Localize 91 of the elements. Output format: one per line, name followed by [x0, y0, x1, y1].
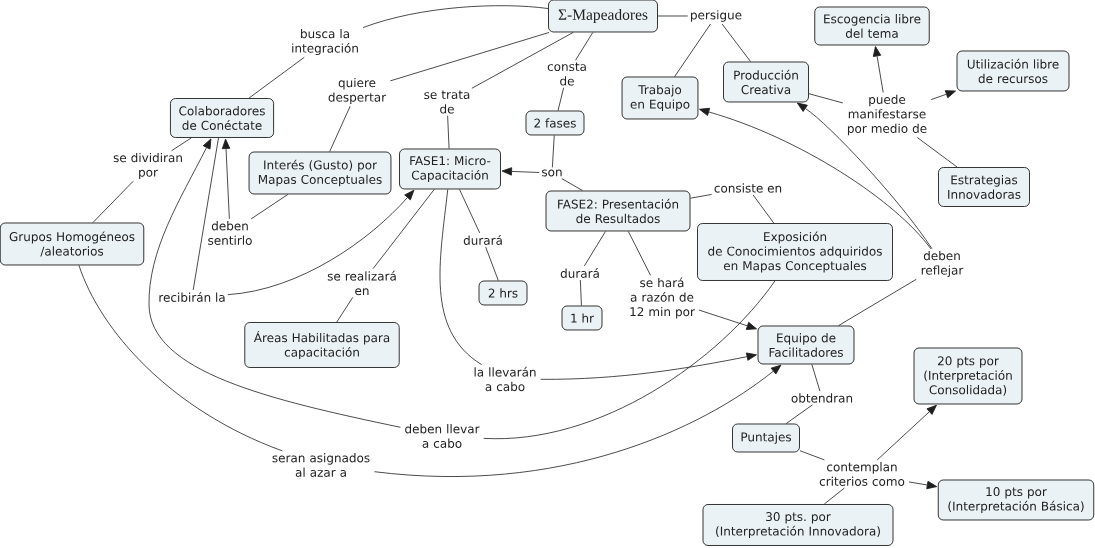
linking-phrase: deben sentirlo	[208, 221, 252, 245]
concept-box: 30 pts. por (Interpretación Innovadora)	[702, 504, 894, 546]
arrow	[930, 90, 956, 100]
arrow	[908, 480, 938, 490]
concept-box: 20 pts por (Interpretación Consolidada)	[913, 347, 1023, 405]
linking-phrase: son	[542, 169, 562, 177]
connector-line	[752, 194, 775, 224]
linking-phrase: la llevarán a cabo	[474, 366, 536, 392]
connector-line	[823, 487, 845, 505]
connector-line	[579, 279, 582, 306]
concept-box: Escogencia libre del tema	[814, 6, 930, 46]
concept-box: Grupos Homogéneos /aleatorios	[0, 222, 145, 266]
linking-phrase: consta de	[547, 62, 586, 86]
connector-line	[250, 194, 289, 220]
connector-line	[171, 137, 192, 152]
concept-box: Equipo de Facilitadores	[757, 325, 855, 365]
linking-phrase: se realizará en	[327, 270, 396, 296]
linking-phrase: obtendran	[791, 393, 853, 403]
connector-line	[551, 135, 555, 168]
arrow	[699, 107, 932, 250]
linking-phrase: se dividiran por	[113, 152, 182, 180]
connector-line	[721, 23, 751, 62]
connector-line	[674, 23, 711, 77]
linking-phrase: deben llevar a cabo	[405, 424, 480, 448]
connector-line	[690, 194, 713, 199]
connector-line	[838, 278, 917, 326]
concept-box: FASE2: Presentación de Resultados	[545, 190, 691, 232]
connector-line	[557, 87, 565, 111]
linking-phrase: seran asignados al azar a	[272, 453, 370, 477]
concept-box: Áreas Habilitadas para capacitación	[244, 322, 400, 368]
arrow	[872, 46, 884, 93]
connector-line	[799, 450, 825, 461]
connector-line	[627, 231, 651, 276]
connector-line	[483, 280, 776, 439]
connector-line	[471, 32, 574, 89]
linking-phrase: deben reflejar	[921, 250, 964, 278]
connector-line	[657, 15, 689, 17]
linking-phrase: contemplan criterios como	[819, 462, 905, 486]
linking-phrase: durará	[560, 268, 599, 278]
connector-line	[808, 93, 844, 104]
connector-line	[336, 296, 354, 323]
linking-phrase: recibirán la	[159, 292, 225, 302]
connector-line	[785, 404, 813, 424]
connector-line	[372, 189, 435, 270]
connector-line	[362, 5, 549, 28]
arrow	[876, 404, 937, 461]
connector-line	[811, 364, 821, 392]
linking-phrase: puede manifestarse por medio de	[847, 94, 927, 136]
arrow	[698, 309, 757, 330]
concept-box: Trabajo en Equipo	[621, 76, 699, 120]
linking-phrase: se trata de	[424, 90, 470, 114]
connector-line	[459, 189, 481, 234]
concept-box: 1 hr	[561, 305, 603, 331]
connector-line	[78, 265, 283, 452]
connector-line	[389, 32, 550, 82]
arrow	[374, 364, 782, 477]
concept-box: 10 pts por (Interpretación Básica)	[937, 479, 1095, 521]
concept-box: Producción Creativa	[723, 61, 809, 103]
linking-phrase: busca la integración	[292, 28, 358, 56]
arrow	[227, 189, 415, 296]
arrow	[540, 352, 757, 380]
connector-line	[192, 137, 219, 291]
linking-phrase: durará	[463, 235, 502, 245]
concept-box: FASE1: Micro-Capacitación	[399, 148, 501, 190]
concept-box: Utilización libre de recursos	[956, 50, 1070, 92]
concept-box: Exposición de Conocimientos adquiridos en Mapas Conceptuales	[697, 223, 893, 281]
arrow	[221, 138, 231, 220]
linking-phrase: consiste en	[714, 183, 782, 193]
connector-line	[561, 178, 583, 191]
connector-line	[447, 115, 450, 149]
arrow	[796, 102, 933, 250]
concept-box: 2 fases	[525, 110, 585, 136]
connector-line	[329, 105, 351, 152]
arrow	[148, 138, 401, 428]
connector-line	[916, 137, 958, 168]
connector-line	[583, 231, 606, 267]
connector-line	[439, 189, 482, 366]
arrow	[501, 167, 540, 176]
linking-phrase: se hará a razón de 12 min por	[630, 277, 695, 319]
concept-box: Puntajes	[732, 423, 800, 453]
connector-line	[92, 180, 134, 223]
concept-box: Estrategias Innovadoras	[938, 167, 1030, 207]
concept-box: 2 hrs	[478, 280, 528, 306]
linking-phrase: persigue	[691, 10, 742, 22]
concept-box: Σ-Mapeadores	[548, 0, 658, 33]
connector-line	[575, 32, 594, 61]
linking-phrase: quiere despertar	[328, 77, 387, 105]
concept-box: Colaboradores de Conéctate	[169, 98, 275, 138]
concept-box: Interés (Gusto) por Mapas Conceptuales	[248, 151, 392, 195]
connector-line	[248, 56, 305, 99]
connector-line	[485, 246, 499, 281]
